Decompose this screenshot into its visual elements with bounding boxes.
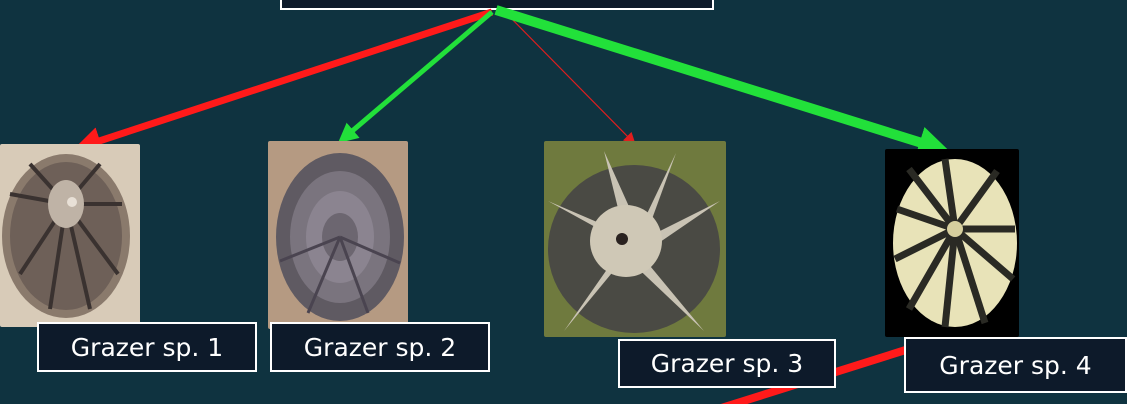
- limpet-photo-2: [268, 141, 408, 329]
- limpet-photo-3: [544, 141, 726, 337]
- limpet-photo-1: [0, 144, 140, 327]
- arrow-to-grazer-1: [84, 12, 492, 146]
- limpet-photo-4: [885, 149, 1019, 337]
- label-grazer-1: Grazer sp. 1: [37, 322, 257, 372]
- label-grazer-2: Grazer sp. 2: [270, 322, 490, 372]
- label-grazer-3: Grazer sp. 3: [618, 339, 836, 388]
- label-grazer-4: Grazer sp. 4: [904, 337, 1127, 393]
- arrow-to-grazer-2: [344, 12, 492, 138]
- arrow-to-grazer-4: [496, 10, 938, 148]
